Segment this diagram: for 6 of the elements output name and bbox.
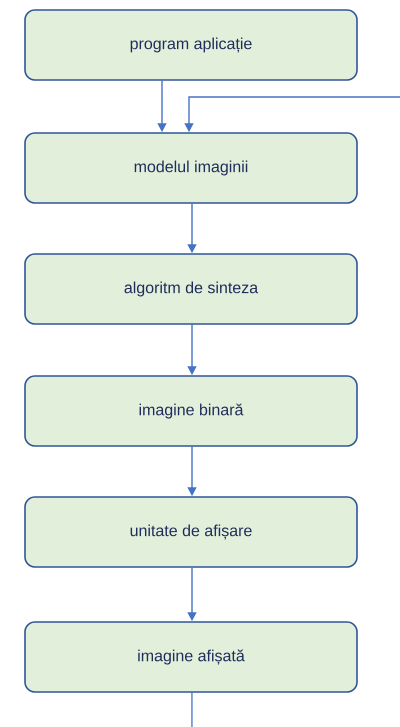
process-box: program aplicație: [24, 9, 358, 81]
process-box: imagine binară: [24, 375, 358, 447]
process-box: unitate de afișare: [24, 496, 358, 568]
process-box: algoritm de sinteza: [24, 253, 358, 325]
process-box: imagine afișată: [24, 621, 358, 693]
process-box: modelul imaginii: [24, 132, 358, 204]
